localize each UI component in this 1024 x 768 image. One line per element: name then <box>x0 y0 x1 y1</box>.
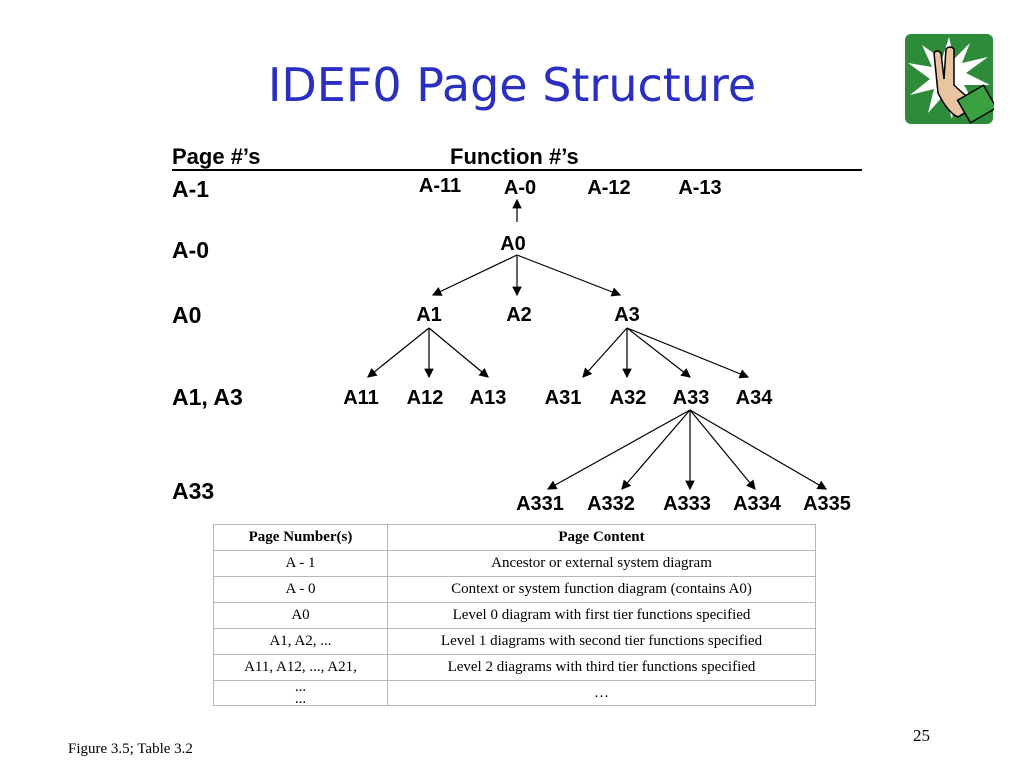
table-cell: Context or system function diagram (cont… <box>387 576 816 603</box>
tree-node: A331 <box>516 493 564 515</box>
tree-node: A32 <box>609 387 647 409</box>
table-cell: A - 1 <box>213 550 388 577</box>
table-row: A11, A12, ..., A21, Level 2 diagrams wit… <box>213 654 816 681</box>
level-label: A-0 <box>172 237 210 263</box>
table-row: A - 1 Ancestor or external system diagra… <box>213 550 816 577</box>
figure-caption: Figure 3.5; Table 3.2 <box>68 741 193 757</box>
table-row: A - 0 Context or system function diagram… <box>213 576 816 603</box>
stop-hand-icon <box>905 34 994 124</box>
table-cell: A - 0 <box>213 576 388 603</box>
tree-node: A3 <box>614 304 640 326</box>
tree-node: A11 <box>343 387 379 409</box>
table-cell: Ancestor or external system diagram <box>387 550 816 577</box>
tree-edge <box>516 254 622 297</box>
table-cell: Level 2 diagrams with third tier functio… <box>387 654 816 681</box>
tree-edge <box>428 327 489 378</box>
table-cell: ... ... <box>213 680 388 707</box>
tree-edge <box>431 254 518 296</box>
tree-edge <box>367 327 430 378</box>
header-rule <box>172 169 862 171</box>
table-cell: Level 1 diagrams with second tier functi… <box>387 628 816 655</box>
tree-node: A1 <box>416 304 442 326</box>
tree-node: A33 <box>672 387 710 409</box>
tree-node: A333 <box>663 493 711 515</box>
column-header: Page Content <box>387 524 816 551</box>
tree-node: A31 <box>544 387 582 409</box>
tree-edge <box>689 409 756 490</box>
tree-node: A334 <box>733 493 781 515</box>
table-cell: A11, A12, ..., A21, <box>213 654 388 681</box>
table-cell: A1, A2, ... <box>213 628 388 655</box>
level-label: A-1 <box>172 176 210 202</box>
tree-edge <box>546 409 691 490</box>
page-structure-table: Page Number(s) Page Content A - 1 Ancest… <box>213 524 816 707</box>
tree-edge <box>621 409 691 490</box>
tree-node: A2 <box>506 304 532 326</box>
column-header: Page Number(s) <box>213 524 388 551</box>
level-label: A33 <box>172 478 215 504</box>
tree-node: A0 <box>500 233 526 255</box>
table-cell: … <box>387 680 816 706</box>
table-row: ... ... … <box>213 680 816 707</box>
level-label: A1, A3 <box>172 384 243 410</box>
slide-title: IDEF0 Page Structure <box>267 58 757 112</box>
tree-edge <box>582 327 628 378</box>
page-numbers-header: Page #’s <box>172 144 261 169</box>
tree-edge <box>626 327 691 378</box>
tree-node: A-0 <box>503 177 537 199</box>
tree-node: A-12 <box>587 177 631 199</box>
table-header-row: Page Number(s) Page Content <box>213 524 816 551</box>
tree-node: A-13 <box>678 177 722 199</box>
tree-node: A335 <box>803 493 851 515</box>
table-row: A0 Level 0 diagram with first tier funct… <box>213 602 816 629</box>
tree-node: A332 <box>587 493 635 515</box>
table-cell: Level 0 diagram with first tier function… <box>387 602 816 629</box>
table-cell: A0 <box>213 602 388 629</box>
slide-number: 25 <box>913 726 930 745</box>
table-row: A1, A2, ... Level 1 diagrams with second… <box>213 628 816 655</box>
function-numbers-header: Function #’s <box>450 144 579 169</box>
tree-node: A34 <box>735 387 773 409</box>
tree-node: A13 <box>469 387 507 409</box>
tree-edge <box>689 409 828 490</box>
tree-node: A12 <box>406 387 444 409</box>
tree-edge <box>626 327 750 379</box>
tree-node: A-11 <box>418 175 462 197</box>
level-label: A0 <box>172 302 202 328</box>
